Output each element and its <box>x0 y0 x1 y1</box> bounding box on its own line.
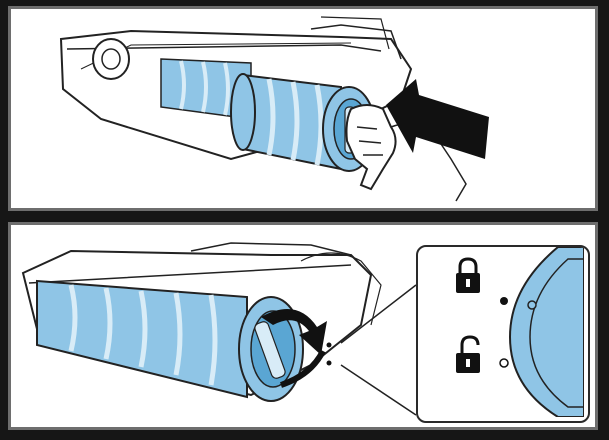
roller-edge-closeup <box>508 247 584 417</box>
push-arrow-icon <box>386 79 489 159</box>
padlock-closed-icon <box>456 257 480 293</box>
padlock-open-icon <box>456 335 480 373</box>
roller-installed <box>36 279 304 402</box>
unlocked-position-dot <box>499 358 509 368</box>
locked-position-dot <box>500 297 508 305</box>
roller-marker-dot <box>527 300 537 310</box>
step-1-panel <box>8 6 598 211</box>
step-1-illustration <box>59 16 489 202</box>
rotate-arrow-icon <box>261 309 327 355</box>
wheel-icon <box>92 38 130 80</box>
step-2-illustration <box>21 242 417 416</box>
step-2-panel <box>8 222 598 430</box>
lock-detail-illustration <box>456 247 584 417</box>
hand-icon <box>345 104 397 191</box>
roller-in-housing <box>160 58 252 120</box>
lock-detail-inset <box>416 245 590 423</box>
